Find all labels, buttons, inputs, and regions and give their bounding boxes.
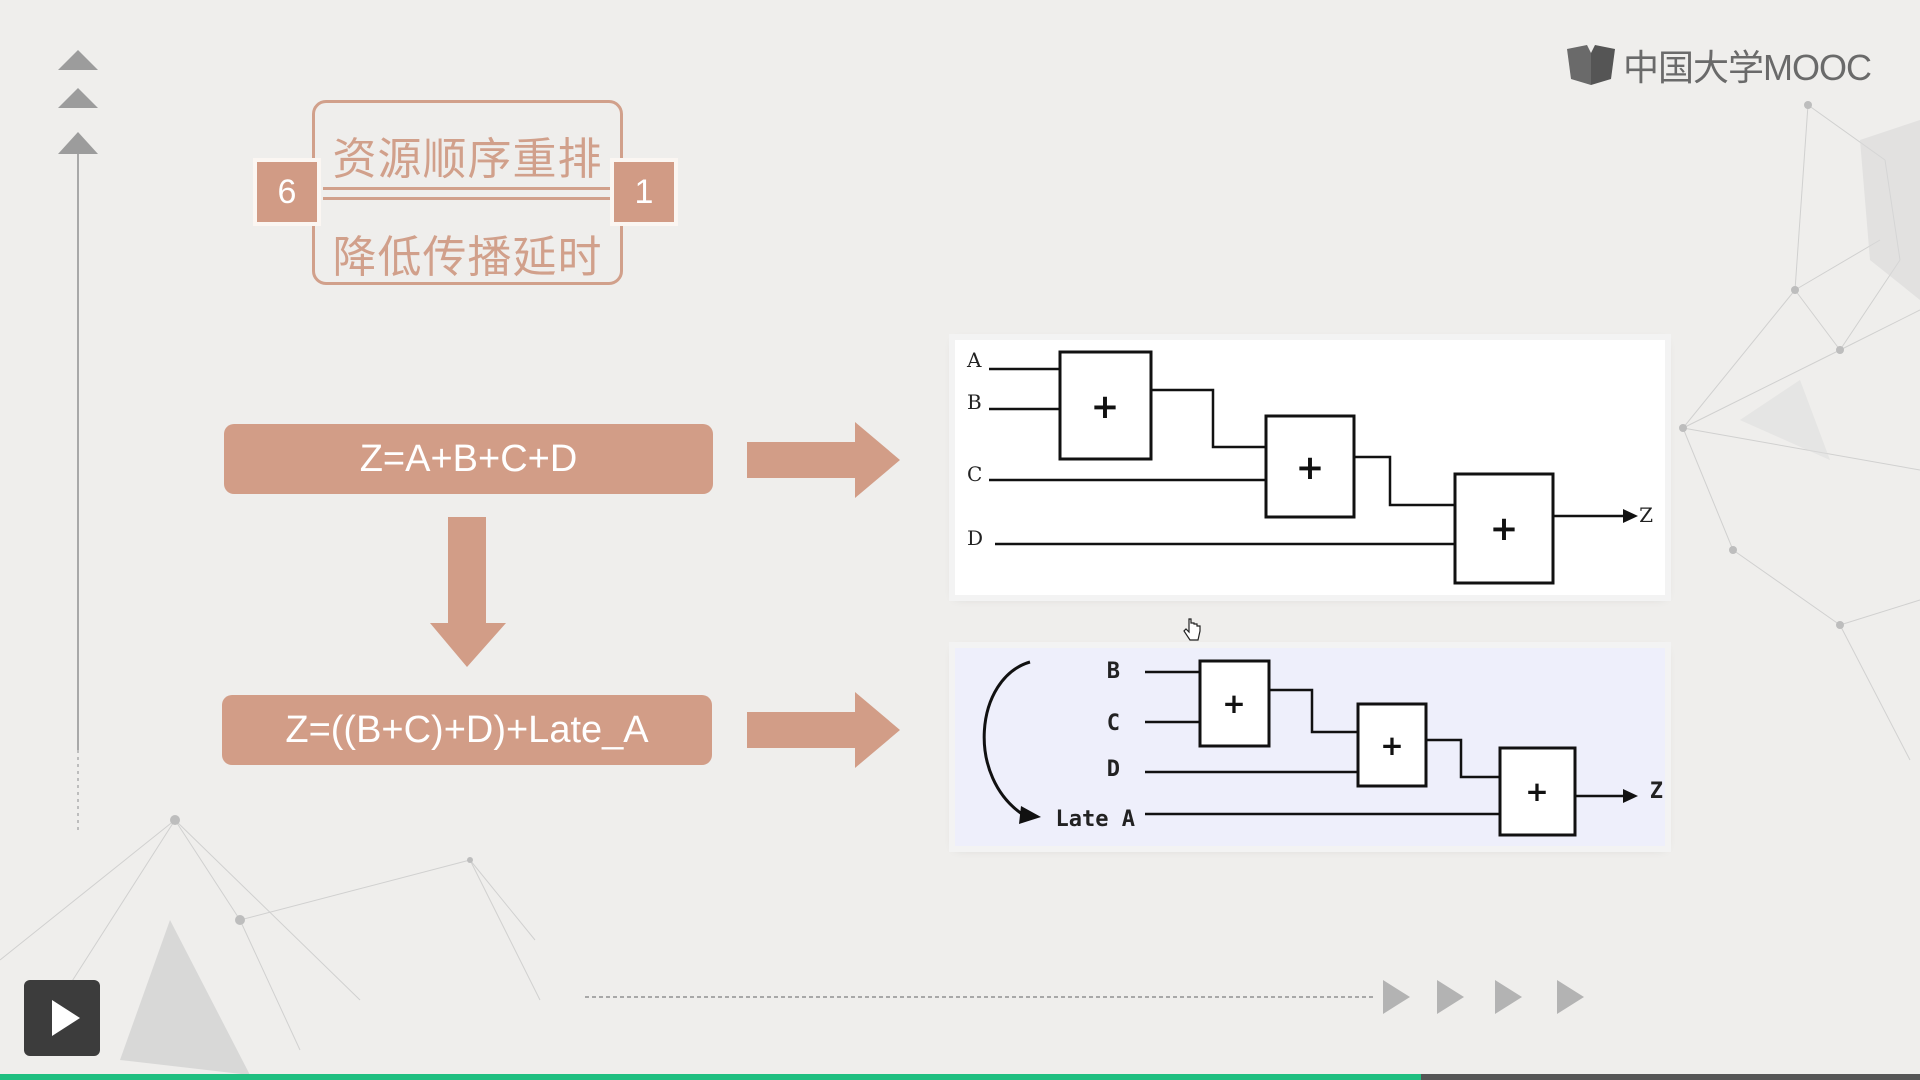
- late-arrival-curve: [982, 660, 1031, 818]
- adder2-box-2: [1356, 702, 1428, 788]
- adder2-op-2: +: [1380, 729, 1403, 762]
- equation-original: Z=A+B+C+D: [224, 424, 713, 494]
- adder-op-2: +: [1296, 448, 1325, 488]
- equation-reordered: Z=((B+C)+D)+Late_A: [222, 695, 712, 765]
- arrow-down: [430, 517, 506, 667]
- adder-op-1: +: [1091, 387, 1120, 427]
- arrow-right-2: [747, 692, 900, 768]
- circuit1-label-b: B: [967, 390, 982, 414]
- title-divider-bottom: [323, 197, 612, 200]
- circuit2-label-z: Z: [1650, 779, 1663, 804]
- circuit2-label-b: B: [1107, 659, 1120, 684]
- left-number-badge: 6: [253, 158, 321, 226]
- circuit2-label-late-a: Late A: [1056, 807, 1135, 832]
- right-number-badge: 1: [610, 158, 678, 226]
- circuit1-label-d: D: [967, 526, 983, 550]
- video-progress-fill: [0, 1074, 1421, 1080]
- adder2-op-3: +: [1525, 775, 1548, 808]
- circuit-diagram-reordered: B C D Late A Z + + +: [955, 648, 1665, 846]
- title-divider-top: [323, 187, 612, 190]
- logo-text: 中国大学MOOC: [1623, 47, 1872, 88]
- adder2-box-1: [1198, 659, 1271, 748]
- video-progress-bar[interactable]: [0, 1074, 1920, 1080]
- adder-box-2: [1264, 414, 1356, 519]
- mooc-logo: 中国大学MOOC: [1565, 44, 1872, 88]
- circuit2-label-c: C: [1107, 711, 1120, 736]
- mooc-book-icon: [1567, 45, 1615, 85]
- arrow-right-1: [747, 422, 900, 498]
- adder2-box-3: [1498, 746, 1577, 837]
- adder-box-3: [1453, 472, 1555, 585]
- circuit-diagram-original: A B C D Z + + +: [955, 340, 1665, 595]
- circuit1-label-a: A: [966, 348, 982, 372]
- adder2-op-1: +: [1222, 687, 1245, 720]
- hand-cursor-icon: [1183, 618, 1201, 641]
- title-line1: 资源顺序重排: [332, 134, 603, 185]
- play-button[interactable]: [24, 980, 100, 1056]
- title-frame: 资源顺序重排 降低传播延时: [312, 100, 623, 285]
- circuit2-label-d: D: [1107, 757, 1120, 782]
- play-icon: [52, 1000, 80, 1036]
- title-line2: 降低传播延时: [332, 232, 603, 283]
- adder-op-3: +: [1490, 509, 1519, 549]
- adder-box-1: [1058, 350, 1153, 461]
- circuit1-label-c: C: [967, 462, 982, 486]
- circuit1-label-z: Z: [1639, 503, 1653, 527]
